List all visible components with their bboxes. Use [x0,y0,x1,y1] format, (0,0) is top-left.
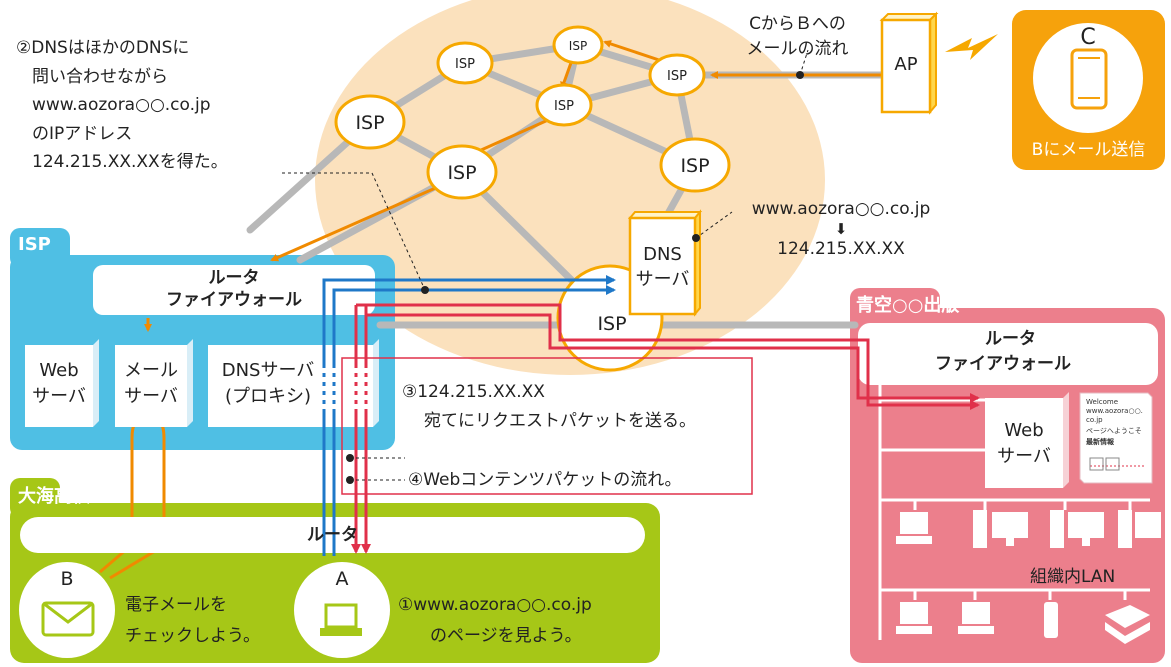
sheet-line: Welcome [1086,398,1119,406]
user-a-line: のページを見よう。 [430,626,582,646]
annotation-frame [341,357,753,495]
svg-text:ISP: ISP [667,69,687,84]
svg-text:ISP: ISP [455,57,475,72]
user-a-text: ①www.aozora○○.co.jp のページを見よう。 [398,590,592,652]
server-line: サーバ [997,446,1051,467]
annotation-line: ②DNSはほかのDNSに [16,38,190,58]
annotation-line: 問い合わせながら [32,66,168,87]
flow-dashes [322,368,368,412]
isp-web-server-label: Web サーバ [25,358,93,410]
access-point-label: AP [894,54,918,75]
web-line: Web [39,360,79,381]
flow-line: メールの流れ [746,39,849,59]
web-page-sheet-text: Welcome www.aozora○○. co.jp ページへようこそ 最新情… [1086,398,1143,447]
svg-text:ISP: ISP [554,99,574,114]
isp-server-sides [93,339,379,427]
user-c-panel [1012,10,1165,170]
leader-dots [346,71,804,484]
sheet-line: 最新情報 [1086,438,1114,446]
ip-address: 124.215.XX.XX [777,239,905,259]
user-c-caption: Bにメール送信 [1031,140,1146,160]
isp-tag: ISP [18,234,51,255]
server-line: サーバ [124,386,178,407]
svg-text:ISP: ISP [447,162,476,184]
svg-text:ISP: ISP [569,39,587,53]
annotation-dns-lookup: ②DNSはほかのDNSに 問い合わせながら www.aozora○○.co.jp… [16,34,228,177]
dns-server-line: DNSサーバ [221,360,315,381]
user-a-line: ①www.aozora○○.co.jp [398,595,592,615]
server-line: サーバ [32,386,86,407]
dns-server-box [627,209,703,317]
firewall-line: ファイアウォール [935,354,1071,374]
publisher-web-server [985,392,1069,488]
web-page-sheet [1079,392,1153,484]
user-b-line: チェックしよう。 [125,626,260,646]
leader-lines [282,49,809,481]
user-c-letter: C [1080,25,1096,50]
c-to-b-flow-label: CからＢへの メールの流れ [720,12,875,62]
user-b-text: 電子メールを チェックしよう。 [125,590,260,652]
request-flow [322,275,616,556]
dns-server-label: DNS サーバ [630,242,695,292]
web-line: Web [1004,420,1044,441]
router-line: ルータ [985,329,1036,349]
annotation-line: 124.215.XX.XXを得た。 [32,152,228,172]
annotation-line: 宛てにリクエストパケットを送る。 [424,411,696,431]
publisher-router-label: ルータ ファイアウォール [935,327,1071,377]
isp-node-label: ISP [597,313,626,335]
user-a-icon [294,562,390,658]
annotation-request: ③124.215.XX.XX 宛てにリクエストパケットを送る。 [402,378,696,436]
user-b-letter: B [60,568,74,590]
isp-mail-server-label: メール サーバ [115,358,187,410]
user-b-line: 電子メールを [125,595,227,615]
annotation-line: ③124.215.XX.XX [402,382,545,402]
response-flow [351,303,980,554]
sheet-line: www.aozora○○. [1086,407,1143,415]
school-tag: 大海高校 [18,486,90,507]
mail-line: メール [124,360,178,381]
publisher-web-server-label: Web サーバ [985,418,1063,470]
svg-text:ISP: ISP [355,112,384,134]
annotation-line: www.aozora○○.co.jp [32,95,211,115]
proxy-line: (プロキシ) [224,386,312,407]
firewall-line: ファイアウォール [166,290,302,310]
server-line: サーバ [635,269,690,290]
lan-computer-icons [896,510,1161,644]
domain-name: www.aozora○○.co.jp [751,199,931,219]
down-arrow-icon: ⬇ [834,220,848,238]
isp-router-label: ルータ ファイアウォール [93,267,375,311]
lan-label: 組織内LAN [1030,567,1116,587]
user-b-icon [19,562,115,658]
sheet-line: ページへようこそ [1086,427,1142,435]
publisher-lan-lines [878,385,1150,640]
router-line: ルータ [208,268,260,288]
annotation-response: ④Webコンテンツパケットの流れ。 [408,470,682,490]
dns-line: DNS [643,244,682,265]
publisher-router-box [858,323,1158,385]
flow-line: CからＢへの [749,14,846,34]
dns-resolution: www.aozora○○.co.jp ⬇ 124.215.XX.XX [726,198,956,260]
wireless-bolt-icon [945,34,998,60]
school-router-label: ルータ [307,525,358,545]
isp-node-labels: ISP ISP ISP ISP ISP ISP ISP ISP [355,39,709,335]
isp-dns-proxy-label: DNSサーバ (プロキシ) [208,358,328,410]
annotation-line: のIPアドレス [32,123,133,144]
isp-router-box [93,265,375,315]
publisher-tag: 青空○○出版 [856,295,960,316]
sheet-line: co.jp [1086,416,1103,424]
access-point-box [879,11,939,115]
user-a-letter: A [335,568,349,590]
svg-text:ISP: ISP [680,155,709,177]
